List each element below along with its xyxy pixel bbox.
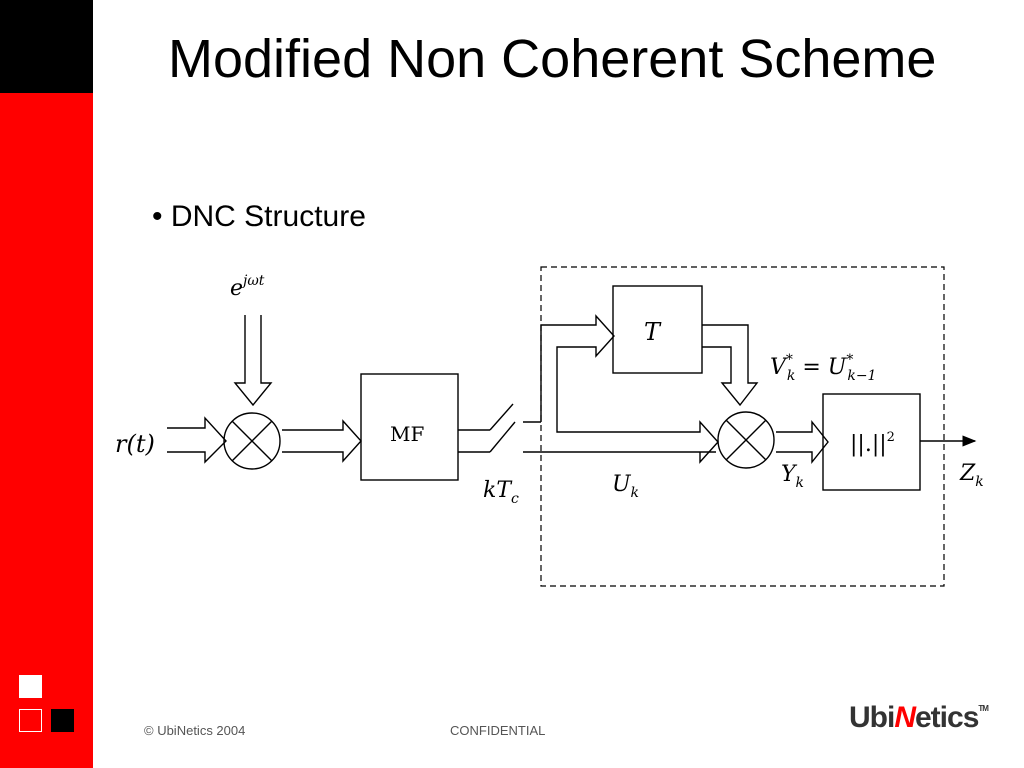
sidebar-black-block — [0, 0, 93, 93]
oscillator-arrow — [233, 315, 273, 407]
ubinetics-logo: UbiNeticsTM — [849, 701, 989, 734]
footer-copyright: © UbiNetics 2004 — [144, 723, 246, 738]
dashed-enclosure — [540, 266, 945, 587]
dnc-block-diagram: ejωt r(t) MF kTc T Uk V*k = U*k−1 Yk ||.… — [115, 266, 984, 587]
vk-label: V*k = U*k−1 — [770, 352, 876, 384]
uk-label: Uk — [612, 472, 639, 501]
mf-label: MF — [390, 422, 424, 446]
slide-title: Modified Non Coherent Scheme — [168, 29, 937, 89]
input-label: r(t) — [115, 430, 155, 458]
sampler-switch-2 — [489, 421, 516, 453]
bullet-text: DNC Structure — [170, 200, 366, 233]
white-square-icon — [19, 675, 42, 698]
yk-label: Yk — [781, 462, 804, 491]
magnitude-label: ||.||2 — [850, 430, 895, 457]
sidebar-band — [0, 0, 93, 768]
delay-block — [612, 285, 703, 374]
mixer-to-mf-arrow — [282, 419, 362, 463]
mixer-1 — [223, 412, 281, 470]
sampler-switch-1 — [489, 403, 514, 431]
outlined-square-icon — [19, 709, 42, 732]
bullet-dot-icon: • — [152, 200, 171, 233]
mf-block — [360, 373, 459, 481]
sampler-label: kTc — [483, 478, 519, 507]
mixer-to-magnitude-arrow — [776, 420, 829, 464]
delay-output-arrow — [702, 324, 759, 407]
black-square-icon — [51, 709, 74, 732]
magnitude-block — [822, 393, 921, 491]
delay-label: T — [644, 318, 662, 346]
output-label: Zk — [959, 461, 984, 490]
footer-confidential: CONFIDENTIAL — [450, 723, 546, 738]
mixer-2 — [717, 411, 775, 469]
bullet-item: • DNC Structure — [152, 200, 366, 234]
delay-input-arrow — [540, 314, 719, 464]
input-arrow — [167, 416, 227, 464]
oscillator-label: ejωt — [230, 273, 265, 301]
